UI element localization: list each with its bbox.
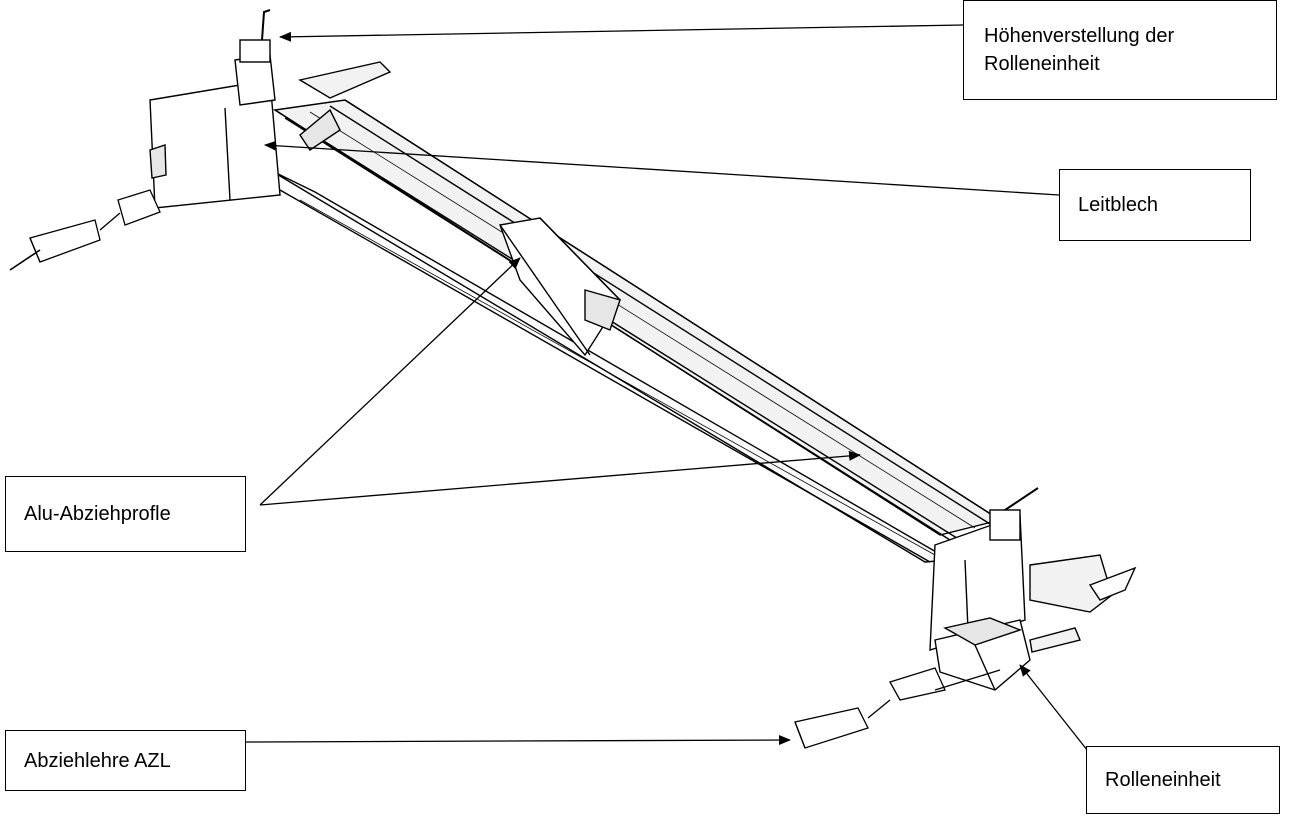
right-skid xyxy=(794,667,1001,749)
alu-profile-segment xyxy=(499,217,621,357)
label-abziehlehre: Abziehlehre AZL xyxy=(5,730,246,791)
label-leitblech: Leitblech xyxy=(1059,169,1251,241)
label-hoehenverstellung-text: Höhenverstellung der Rolleneinheit xyxy=(984,25,1175,75)
arrow-leitblech xyxy=(264,140,1060,196)
label-alu-abziehprofile-text: Alu-Abziehprofle xyxy=(24,503,171,525)
label-abziehlehre-text: Abziehlehre AZL xyxy=(24,749,171,772)
arrow-alu-1 xyxy=(259,257,521,506)
left-skid xyxy=(9,189,161,271)
screed-beam xyxy=(269,99,1002,563)
right-end-plate xyxy=(929,487,1137,651)
arrow-hoehenverstellung xyxy=(279,24,964,42)
roller-unit xyxy=(934,617,1081,691)
label-rolleneinheit: Rolleneinheit xyxy=(1086,746,1280,814)
arrow-rolleneinheit xyxy=(1019,664,1096,761)
label-hoehenverstellung: Höhenverstellung der Rolleneinheit xyxy=(963,0,1277,100)
label-alu-abziehprofile: Alu-Abziehprofle xyxy=(5,476,246,552)
arrow-abziehlehre xyxy=(245,735,791,746)
arrow-alu-2 xyxy=(259,450,861,506)
label-leitblech-text: Leitblech xyxy=(1078,194,1159,216)
left-end-plate xyxy=(149,9,392,209)
label-rolleneinheit-text: Rolleneinheit xyxy=(1105,769,1221,791)
leader-lines xyxy=(245,24,1096,761)
